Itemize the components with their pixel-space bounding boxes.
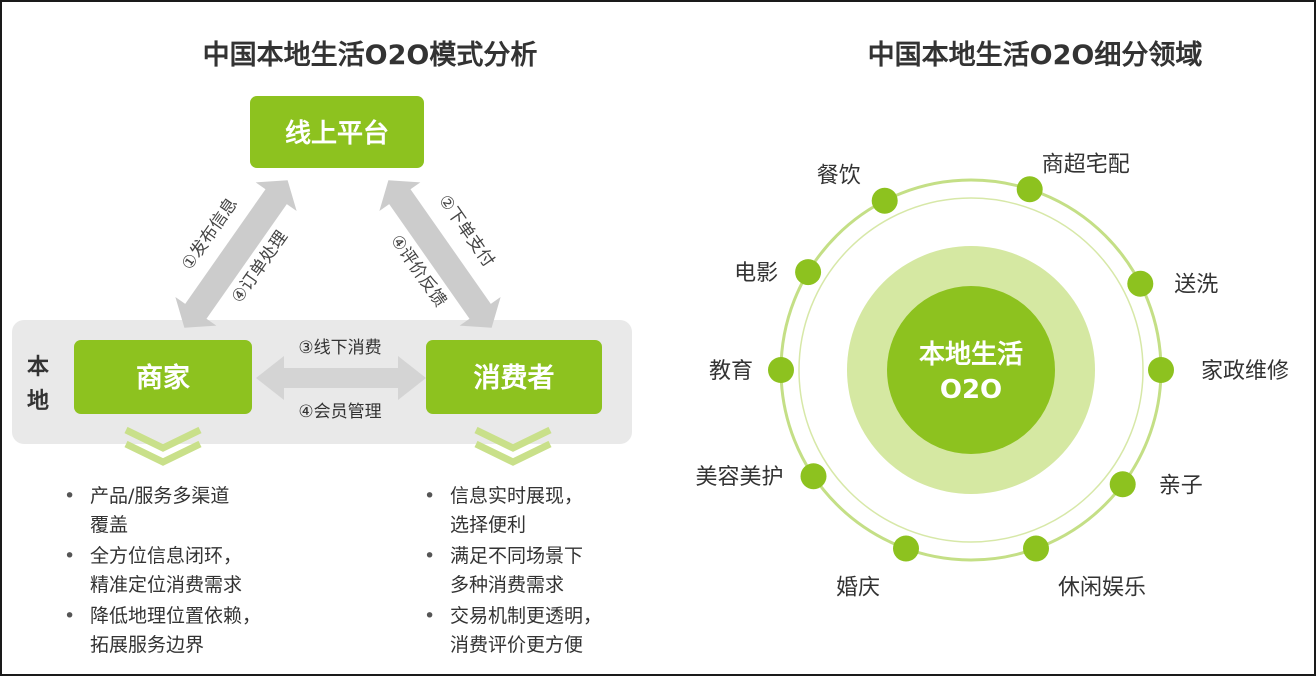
label-offline-consume: ③线下消费 (298, 338, 381, 358)
benefit-line-1: 交易机制更透明， (450, 605, 603, 627)
consumer-benefits-list: 信息实时展现， 选择便利满足不同场景下多种消费需求交易机制更透明， 消费评价更方便 (422, 482, 682, 662)
arrow-merchant-consumer (256, 356, 426, 400)
segment-label: 餐饮 (817, 164, 861, 189)
benefit-line-2: 覆盖 (90, 514, 129, 536)
benefit-item: 信息实时展现， 选择便利 (422, 482, 682, 540)
benefit-item: 交易机制更透明， 消费评价更方便 (422, 602, 682, 660)
segment-dot (1127, 270, 1154, 297)
segment-dot (800, 463, 827, 490)
right-title: 中国本地生活O2O细分领域 (868, 39, 1203, 71)
segment-dot (1023, 535, 1049, 562)
arrow-consumer-platform (379, 180, 501, 328)
merchant-benefits-list: 产品/服务多渠道覆盖全方位信息闭环， 精准定位消费需求降低地理位置依赖， 拓展服务边… (62, 482, 322, 662)
segment-dot (1016, 176, 1043, 203)
benefit-line-1: 信息实时展现， (450, 485, 584, 507)
segment-dot (1109, 471, 1136, 498)
platform-box (250, 96, 424, 168)
inner-ring (798, 197, 1144, 543)
segment-label: 美容美护 (695, 465, 783, 490)
local-label-char-2: 地 (27, 389, 49, 414)
segment-label: 送洗 (1174, 273, 1218, 298)
segment-label: 家政维修 (1201, 359, 1289, 384)
merchant-chevrons (124, 426, 202, 466)
center-label-line2: O2O (940, 375, 1002, 405)
segment-dot (871, 187, 898, 214)
left-title: 中国本地生活O2O模式分析 (203, 40, 538, 71)
consumer-chevrons (474, 426, 552, 466)
center-label-line1: 本地生活 (919, 340, 1023, 370)
benefit-line-2: 拓展服务边界 (90, 634, 205, 656)
benefit-line-1: 全方位信息闭环， (90, 545, 243, 567)
benefit-line-1: 产品/服务多渠道 (90, 485, 230, 507)
segment-dot (795, 259, 822, 286)
benefit-line-2: 多种消费需求 (450, 574, 565, 596)
segment-label: 电影 (734, 261, 778, 286)
merchant-box (74, 340, 252, 414)
arrow-merchant-platform (175, 180, 297, 328)
segment-dot (768, 357, 794, 383)
consumer-label: 消费者 (474, 363, 555, 394)
benefit-line-2: 消费评价更方便 (450, 634, 584, 656)
segment-label: 休闲娱乐 (1058, 576, 1146, 601)
platform-label: 线上平台 (285, 118, 389, 149)
segment-label: 商超宅配 (1042, 152, 1130, 177)
benefit-line-1: 满足不同场景下 (450, 545, 584, 567)
benefit-line-1: 降低地理位置依赖， (90, 605, 262, 627)
consumer-box (426, 340, 602, 414)
segment-label: 婚庆 (836, 576, 880, 601)
center-core (887, 286, 1055, 454)
benefit-line-2: 精准定位消费需求 (90, 574, 243, 596)
segment-label: 教育 (709, 359, 753, 384)
segment-label: 亲子 (1159, 473, 1203, 498)
local-label-char-1: 本 (27, 355, 49, 380)
benefit-item: 降低地理位置依赖， 拓展服务边界 (62, 602, 322, 660)
merchant-label: 商家 (136, 362, 190, 394)
label-member-management: ④会员管理 (298, 402, 381, 422)
benefit-item: 全方位信息闭环， 精准定位消费需求 (62, 542, 322, 600)
benefit-line-2: 选择便利 (450, 514, 527, 536)
segment-dot (1148, 357, 1174, 383)
segment-dot (893, 535, 919, 562)
